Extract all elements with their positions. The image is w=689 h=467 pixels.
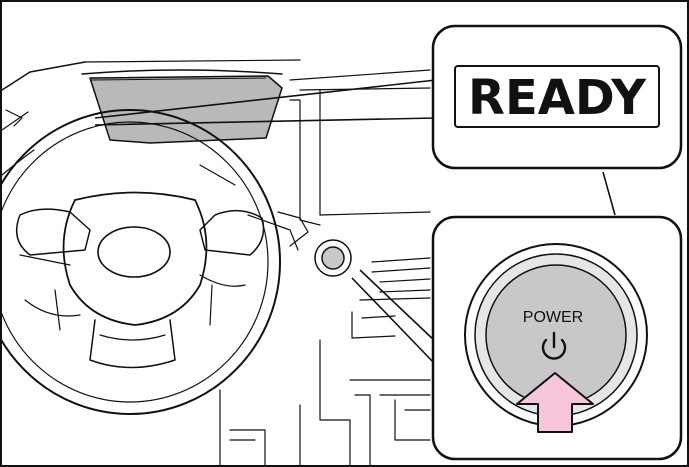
ready-indicator-frame xyxy=(454,65,660,128)
power-callout: POWER xyxy=(431,215,683,461)
press-arrow-icon xyxy=(516,372,594,433)
steering-wheel-hub xyxy=(62,191,208,326)
leader-line-power xyxy=(351,277,437,366)
ready-indicator-text: READY xyxy=(468,70,647,126)
steering-emblem xyxy=(97,226,171,278)
dash-power-button-bezel xyxy=(314,239,352,277)
power-button-label: POWER xyxy=(523,309,583,326)
dash-power-button xyxy=(321,246,345,270)
ready-callout: READY xyxy=(431,24,683,170)
meter-display xyxy=(89,75,283,144)
leader-line-ready xyxy=(94,79,437,119)
dashboard-line-art xyxy=(0,59,431,466)
steering-wheel-rim xyxy=(0,109,281,415)
connector-line xyxy=(602,171,616,216)
power-symbol-icon xyxy=(541,331,567,360)
leader-lines xyxy=(94,79,616,366)
